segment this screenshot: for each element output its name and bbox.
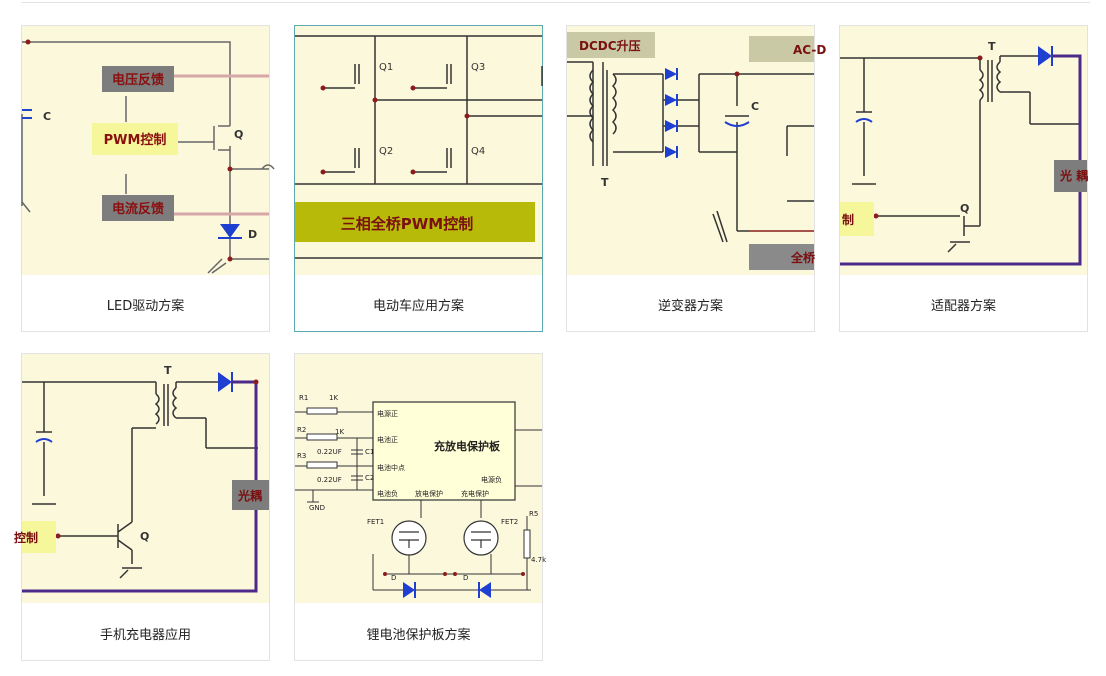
dcdc-label: DCDC升压 (579, 38, 641, 53)
transformer-label: T (601, 176, 609, 189)
optocoupler-label: 光 耦 (1059, 168, 1088, 183)
ev-bridge-diagram: Q1 Q3 Q2 Q4 三相全桥PWM控制 (295, 35, 543, 259)
control-label: 制 (842, 212, 854, 227)
battery-protection-diagram: 充放电保护板 电源正 电池正 电池中点 电源负 电池负 放电保护 充电保护 R1… (295, 394, 547, 598)
power-negative-pin: 电源负 (481, 475, 502, 484)
inverter-diagram: DCDC升压 AC-D (567, 32, 826, 270)
card-caption[interactable]: 锂电池保护板方案 (366, 628, 471, 643)
d2-label: D (463, 574, 468, 582)
card-thumbnail[interactable]: 充放电保护板 电源正 电池正 电池中点 电源负 电池负 放电保护 充电保护 R1… (295, 354, 547, 603)
power-positive-pin: 电源正 (377, 409, 398, 418)
bridge-banner: 三相全桥PWM控制 (341, 215, 473, 233)
adapter-diagram: T 光 耦 制 Q (840, 40, 1088, 266)
card-caption[interactable]: 逆变器方案 (657, 299, 723, 314)
solution-card-phone-charger[interactable]: T 光耦 控制 Q 手机充电器应用 (14, 353, 270, 661)
capacitor-label: C (751, 100, 759, 113)
full-bridge-label: 全桥 (790, 250, 816, 265)
c2-label: C2 (365, 474, 374, 482)
q4-label: Q4 (471, 146, 485, 157)
transistor-label: Q (140, 530, 149, 543)
diode-label: D (248, 228, 257, 241)
transistor-label: Q (234, 128, 243, 141)
acdc-label: AC-D (793, 43, 826, 57)
transistor-label: Q (960, 202, 969, 215)
battery-mid-pin: 电池中点 (377, 463, 405, 472)
top-divider (21, 2, 1090, 3)
led-circuit-diagram: 电压反馈 PWM控制 电流反馈 C Q D (21, 39, 275, 274)
card-thumbnail[interactable]: Q1 Q3 Q2 Q4 三相全桥PWM控制 (295, 26, 543, 275)
solution-card-inverter[interactable]: DCDC升压 AC-D (566, 25, 826, 332)
card-caption[interactable]: LED驱动方案 (106, 299, 185, 314)
r5-value: 4.7k (531, 556, 547, 564)
solution-card-led[interactable]: 电压反馈 PWM控制 电流反馈 C Q D LED驱动方案 (21, 25, 275, 332)
q2-label: Q2 (379, 146, 393, 157)
r3-label: R3 (297, 452, 306, 460)
card-thumbnail[interactable]: DCDC升压 AC-D (567, 26, 826, 275)
r1-value: 1K (329, 394, 338, 402)
solution-card-ev[interactable]: Q1 Q3 Q2 Q4 三相全桥PWM控制 电动车应用方案 (294, 25, 543, 332)
discharge-protection-pin: 放电保护 (415, 489, 443, 498)
card-caption[interactable]: 电动车应用方案 (372, 299, 464, 314)
transformer-label: T (164, 364, 172, 377)
fet1-label: FET1 (367, 518, 384, 526)
q1-label: Q1 (379, 62, 393, 73)
control-label: 控制 (14, 530, 38, 545)
r5-label: R5 (529, 510, 538, 518)
card-caption[interactable]: 手机充电器应用 (99, 628, 191, 643)
d1-label: D (391, 574, 396, 582)
card-caption[interactable]: 适配器方案 (930, 299, 996, 314)
card-thumbnail[interactable]: 电压反馈 PWM控制 电流反馈 C Q D (21, 26, 275, 275)
c1-value: 0.22UF (317, 448, 342, 456)
phone-charger-diagram: T 光耦 控制 Q (14, 364, 269, 593)
charge-protection-pin: 充电保护 (461, 489, 489, 498)
fet2-label: FET2 (501, 518, 518, 526)
optocoupler-label: 光耦 (237, 488, 262, 503)
card-thumbnail[interactable]: T 光耦 控制 Q (14, 354, 269, 603)
card-thumbnail[interactable]: T 光 耦 制 Q (840, 26, 1088, 275)
q3-label: Q3 (471, 62, 485, 73)
transformer-label: T (988, 40, 996, 53)
r2-label: R2 (297, 426, 306, 434)
solution-card-battery-protection[interactable]: 充放电保护板 电源正 电池正 电池中点 电源负 电池负 放电保护 充电保护 R1… (294, 353, 547, 661)
current-feedback-label: 电流反馈 (112, 201, 164, 217)
c2-value: 0.22UF (317, 476, 342, 484)
voltage-feedback-label: 电压反馈 (112, 72, 164, 88)
c1-label: C1 (365, 448, 374, 456)
battery-positive-pin: 电池正 (377, 435, 398, 444)
r2-value: 1K (335, 428, 344, 436)
capacitor-label: C (43, 110, 51, 123)
solution-card-adapter[interactable]: T 光 耦 制 Q 适配器方案 (839, 25, 1088, 332)
battery-negative-pin: 电池负 (377, 489, 398, 498)
pwm-control-label: PWM控制 (104, 132, 167, 148)
gnd-label: GND (309, 504, 325, 512)
board-title: 充放电保护板 (434, 439, 501, 453)
r1-label: R1 (299, 394, 308, 402)
